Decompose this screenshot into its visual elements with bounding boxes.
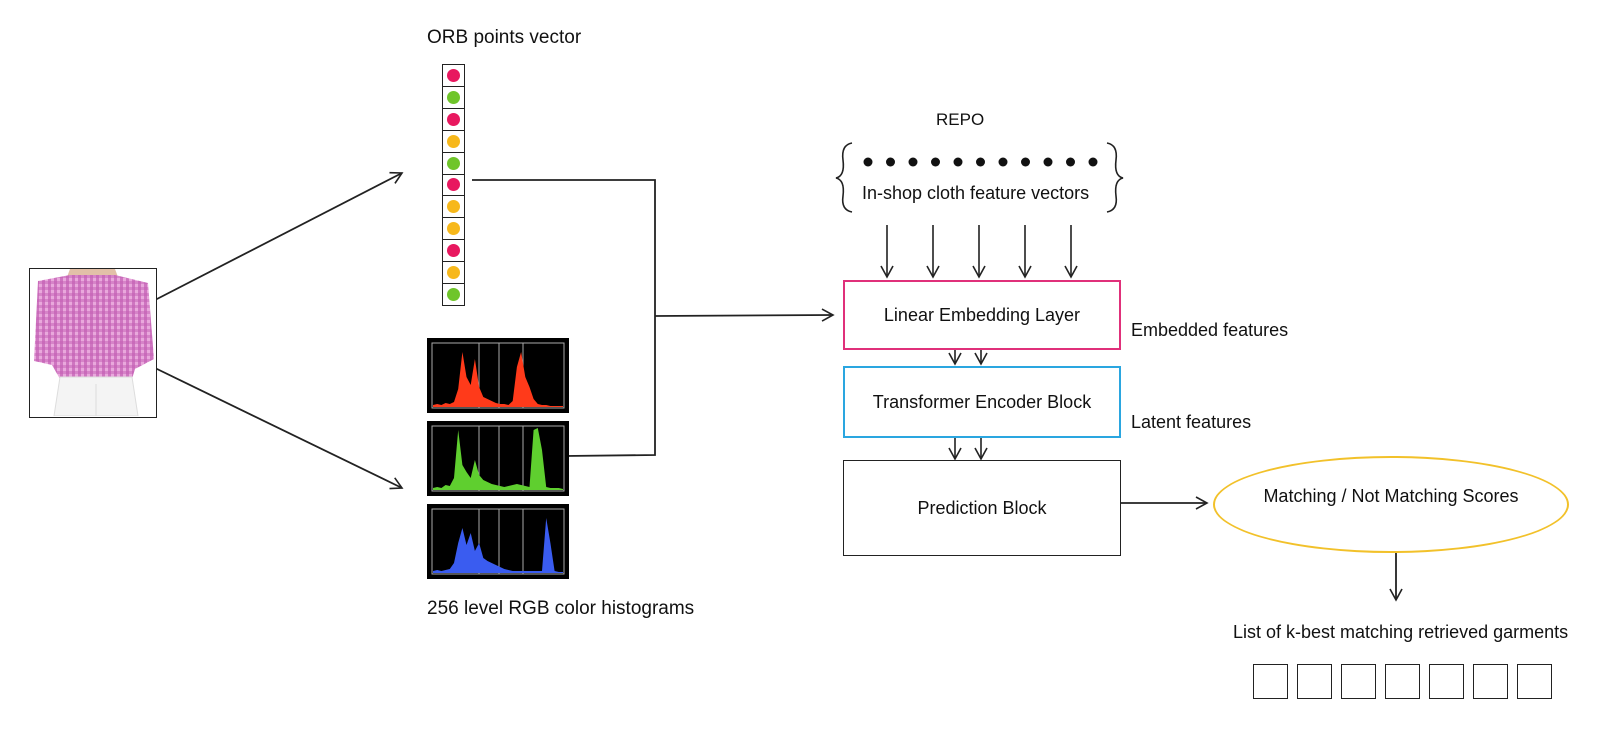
repo-vector-dot [908,157,918,167]
orb-point-cell [443,262,464,285]
retrieved-garment-slot [1341,664,1376,699]
repo-title: REPO [936,110,985,129]
orb-point-dot [447,288,460,302]
orb-point-dot [447,222,460,236]
histogram-panel [427,504,569,579]
repo-arrows [880,225,1078,279]
orb-point-dot [447,200,460,214]
histogram-fill [433,428,563,490]
linear-embedding-block: Linear Embedding Layer [843,280,1121,350]
arrow-image-to-orb [154,171,404,301]
arrow-image-to-histograms [154,367,404,490]
histogram-fill [433,518,563,573]
orb-point-cell [443,175,464,197]
orb-vector-title: ORB points vector [427,27,582,48]
repo-vector-dot [886,157,895,167]
orb-point-cell [443,218,464,241]
orb-point-dot [447,134,460,148]
retrieved-garment-slot [1297,664,1332,699]
repo-vector-dot [1088,157,1098,167]
orb-point-cell [443,109,464,131]
histogram-panel [427,338,569,413]
repo-dots [863,157,1098,167]
transformer-encoder-block: Transformer Encoder Block [843,366,1121,438]
orb-point-dot [447,178,460,192]
repo-vector-dot [1043,157,1053,167]
orb-point-dot [447,266,460,280]
transformer-encoder-label: Transformer Encoder Block [872,391,1092,412]
orb-point-cell [443,87,464,109]
scores-label: Matching / Not Matching Scores [1263,486,1519,506]
results-title: List of k-best matching retrieved garmen… [1233,622,1569,642]
retrieved-garment-slot [1473,664,1508,699]
orb-point-cell [443,65,464,87]
embedded-features-label: Embedded features [1131,320,1289,340]
garment-image [29,268,157,418]
retrieved-garment-slot [1385,664,1420,699]
prediction-block-label: Prediction Block [917,497,1047,518]
retrieved-garment-slot [1517,664,1552,699]
linear-embedding-label: Linear Embedding Layer [883,304,1081,325]
histograms-caption: 256 level RGB color histograms [427,598,695,619]
orb-point-dot [447,244,460,258]
latent-features-label: Latent features [1131,412,1252,432]
rgb-histograms [427,338,569,587]
repo-vector-dot [1066,157,1075,167]
scores-ellipse: Matching / Not Matching Scores [1213,456,1569,553]
repo-vector-dot [863,157,873,167]
orb-point-dot [447,112,460,126]
repo-vector-dot [998,157,1008,167]
orb-point-dot [447,68,460,82]
prediction-block: Prediction Block [843,460,1121,556]
retrieved-garment-slot [1253,664,1288,699]
histogram-panel [427,421,569,496]
orb-point-cell [443,131,464,153]
arrows-embedding-to-encoder [948,350,988,366]
repo-left-brace [835,142,853,213]
arrow-merge-to-embedding [654,308,835,322]
orb-point-cell [443,153,464,175]
orb-point-cell [443,284,464,305]
orb-points-vector [442,64,465,306]
arrows-encoder-to-prediction [948,438,988,461]
orb-point-cell [443,240,464,263]
repo-vector-dot [1021,157,1030,167]
retrieved-garment-slot [1429,664,1464,699]
repo-vector-dot [931,157,940,167]
repo-vector-dot [976,157,985,167]
orb-point-dot [447,156,460,170]
repo-right-brace [1106,142,1124,213]
results-row [1253,664,1552,699]
histogram-fill [433,352,563,407]
orb-point-cell [443,196,464,219]
line-orb-to-merge [472,179,656,457]
repo-subtitle: In-shop cloth feature vectors [862,183,1090,203]
orb-point-dot [447,90,460,104]
repo-vector-dot [953,157,963,167]
